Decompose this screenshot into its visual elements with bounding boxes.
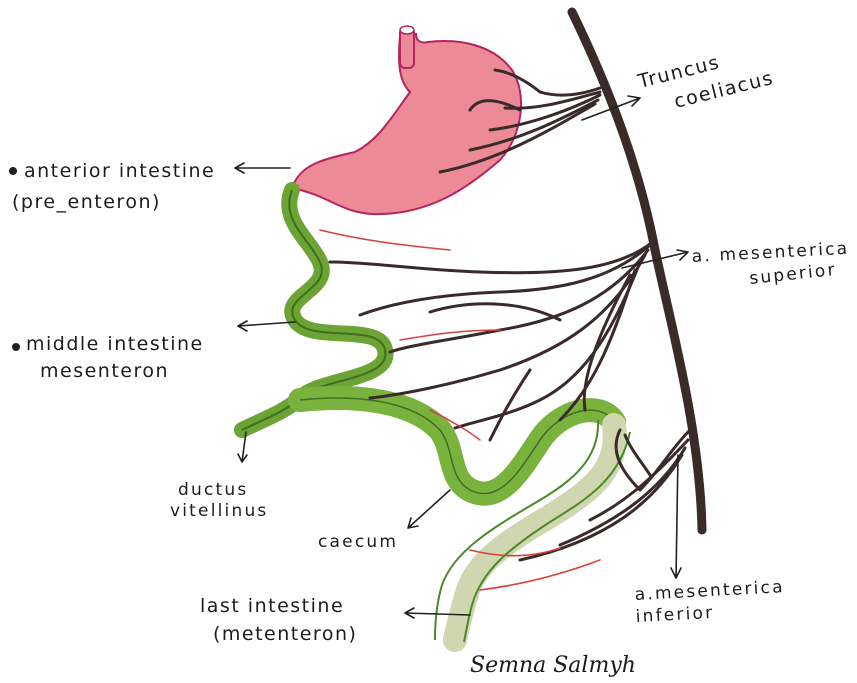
signature: Semna Salmyh — [470, 653, 636, 678]
label-last-line1: last intestine — [200, 595, 344, 617]
arrow-caecum — [408, 490, 450, 528]
bullet-middle — [12, 343, 20, 351]
arrow-mes-inf — [671, 455, 681, 578]
label-ductus-line2: vitellinus — [170, 501, 268, 521]
label-caecum: caecum — [318, 532, 398, 552]
stomach — [292, 26, 521, 214]
label-mes-inf-line1: a.mesenterica — [634, 577, 785, 605]
label-mes-inf-line2: inferior — [635, 603, 715, 627]
arrow-anterior — [235, 163, 290, 173]
label-middle-line2: mesenteron — [40, 360, 169, 382]
arrow-middle — [238, 321, 295, 331]
label-anterior-line2: (pre_enteron) — [12, 191, 161, 213]
label-mes-sup-line2: superior — [748, 260, 837, 289]
label-last-line2: (metenteron) — [213, 623, 357, 645]
bullet-anterior — [9, 167, 17, 175]
label-anterior-line1: anterior intestine — [24, 160, 215, 182]
label-middle-line1: middle intestine — [26, 333, 204, 355]
label-ductus-line1: ductus — [178, 480, 248, 500]
